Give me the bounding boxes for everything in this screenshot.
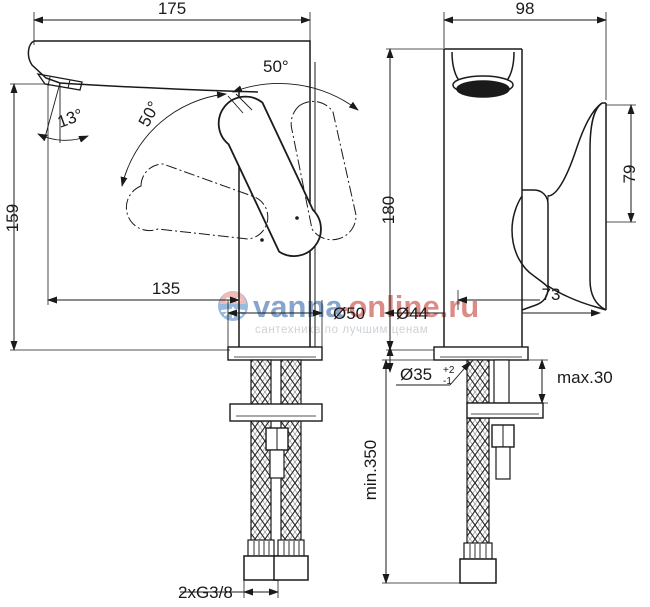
end-nut-right: [273, 555, 309, 581]
label-handle-depth: 73: [542, 285, 561, 304]
angle50-tick-a: [227, 95, 244, 114]
aerator-face: [456, 80, 510, 98]
end-nut-left: [243, 555, 279, 581]
spout-underside: [59, 82, 259, 93]
angle13-ray-a: [43, 82, 61, 142]
cartridge-join: [533, 275, 549, 289]
label-front-width: 98: [516, 0, 535, 18]
aerator-line-2: [67, 79, 71, 89]
dimension-lines: [10, 12, 636, 598]
front-view: [433, 48, 607, 584]
label-hole-tol-plus: +2: [443, 365, 455, 376]
lever-pivot-dot-1: [295, 216, 299, 220]
ferrule-right: [277, 539, 305, 557]
label-body-height: 180: [379, 196, 398, 224]
front-ferrule-hatch: [469, 544, 487, 558]
front-mounting-plate: [466, 402, 544, 419]
handle-lower-sweep: [521, 287, 549, 311]
base-flange: [227, 346, 323, 361]
side-view: [27, 40, 357, 581]
label-thread-spec: 2xG3/8: [178, 583, 233, 602]
backplate-lower-sweep: [547, 285, 607, 311]
label-base-diameter: Ø50: [333, 304, 365, 323]
mounting-plate: [229, 403, 323, 422]
leader-d35-arrow: [449, 361, 471, 386]
watermark-tagline: сантехника по лучшим ценам: [255, 324, 428, 336]
front-hose-lower: [466, 417, 490, 557]
angle50-left-arc: [120, 91, 227, 187]
label-body-diameter: Ø44: [396, 304, 428, 323]
ferrule-hatch: [253, 541, 300, 555]
label-backplate-height: 79: [620, 165, 639, 184]
hose-right-upper: [280, 359, 302, 408]
front-ferrule: [463, 542, 493, 560]
handle-arm-upper: [522, 189, 549, 288]
label-spout-height: 159: [3, 204, 22, 232]
label-overall-length: 175: [158, 0, 186, 18]
front-stud-upper: [493, 359, 510, 404]
label-max-thickness: max.30: [557, 368, 613, 387]
front-threaded-stud: [495, 446, 511, 480]
aerator-housing: [36, 73, 83, 91]
spout-top-edge: [34, 40, 311, 48]
angle50-right-arc: [232, 83, 359, 111]
front-hose-upper: [466, 359, 490, 404]
label-angle-aerator: 13°: [55, 105, 86, 132]
watermark: vanna -online.ru сантехника по лучшим це…: [218, 289, 479, 336]
ferrule-left: [247, 539, 275, 557]
label-hole-diameter: Ø35: [400, 365, 432, 384]
label-spout-reach: 135: [152, 279, 180, 298]
watermark-logo-icon: [218, 291, 248, 321]
hose-left-upper: [250, 359, 272, 408]
label-min-hose-length: min.350: [361, 440, 380, 500]
lever-pivot-dot-2: [260, 238, 264, 242]
watermark-brand-primary: vanna: [253, 289, 343, 324]
front-base-flange: [433, 346, 529, 361]
dimension-labels: 175 98 159 135 180 73 79 Ø50 Ø44 Ø35 +2 …: [3, 0, 639, 602]
angle13-arc: [37, 133, 89, 143]
cartridge-dome: [511, 195, 535, 277]
threaded-stud-side: [269, 449, 285, 479]
front-end-nut: [459, 558, 497, 584]
backplate-profile: [589, 102, 607, 311]
backplate-upper-sweep: [547, 102, 603, 197]
label-hole-tol-minus: -1: [443, 376, 452, 387]
watermark-brand-secondary: -online.ru: [338, 289, 479, 324]
label-angle-lever-left: 50°: [135, 98, 164, 130]
lever-handle: [217, 95, 322, 257]
label-angle-lever-right: 50°: [263, 57, 289, 76]
angle50-tick-b: [235, 93, 253, 111]
spout-nose-curve: [27, 40, 61, 84]
lever-handle-outline: [217, 95, 322, 257]
